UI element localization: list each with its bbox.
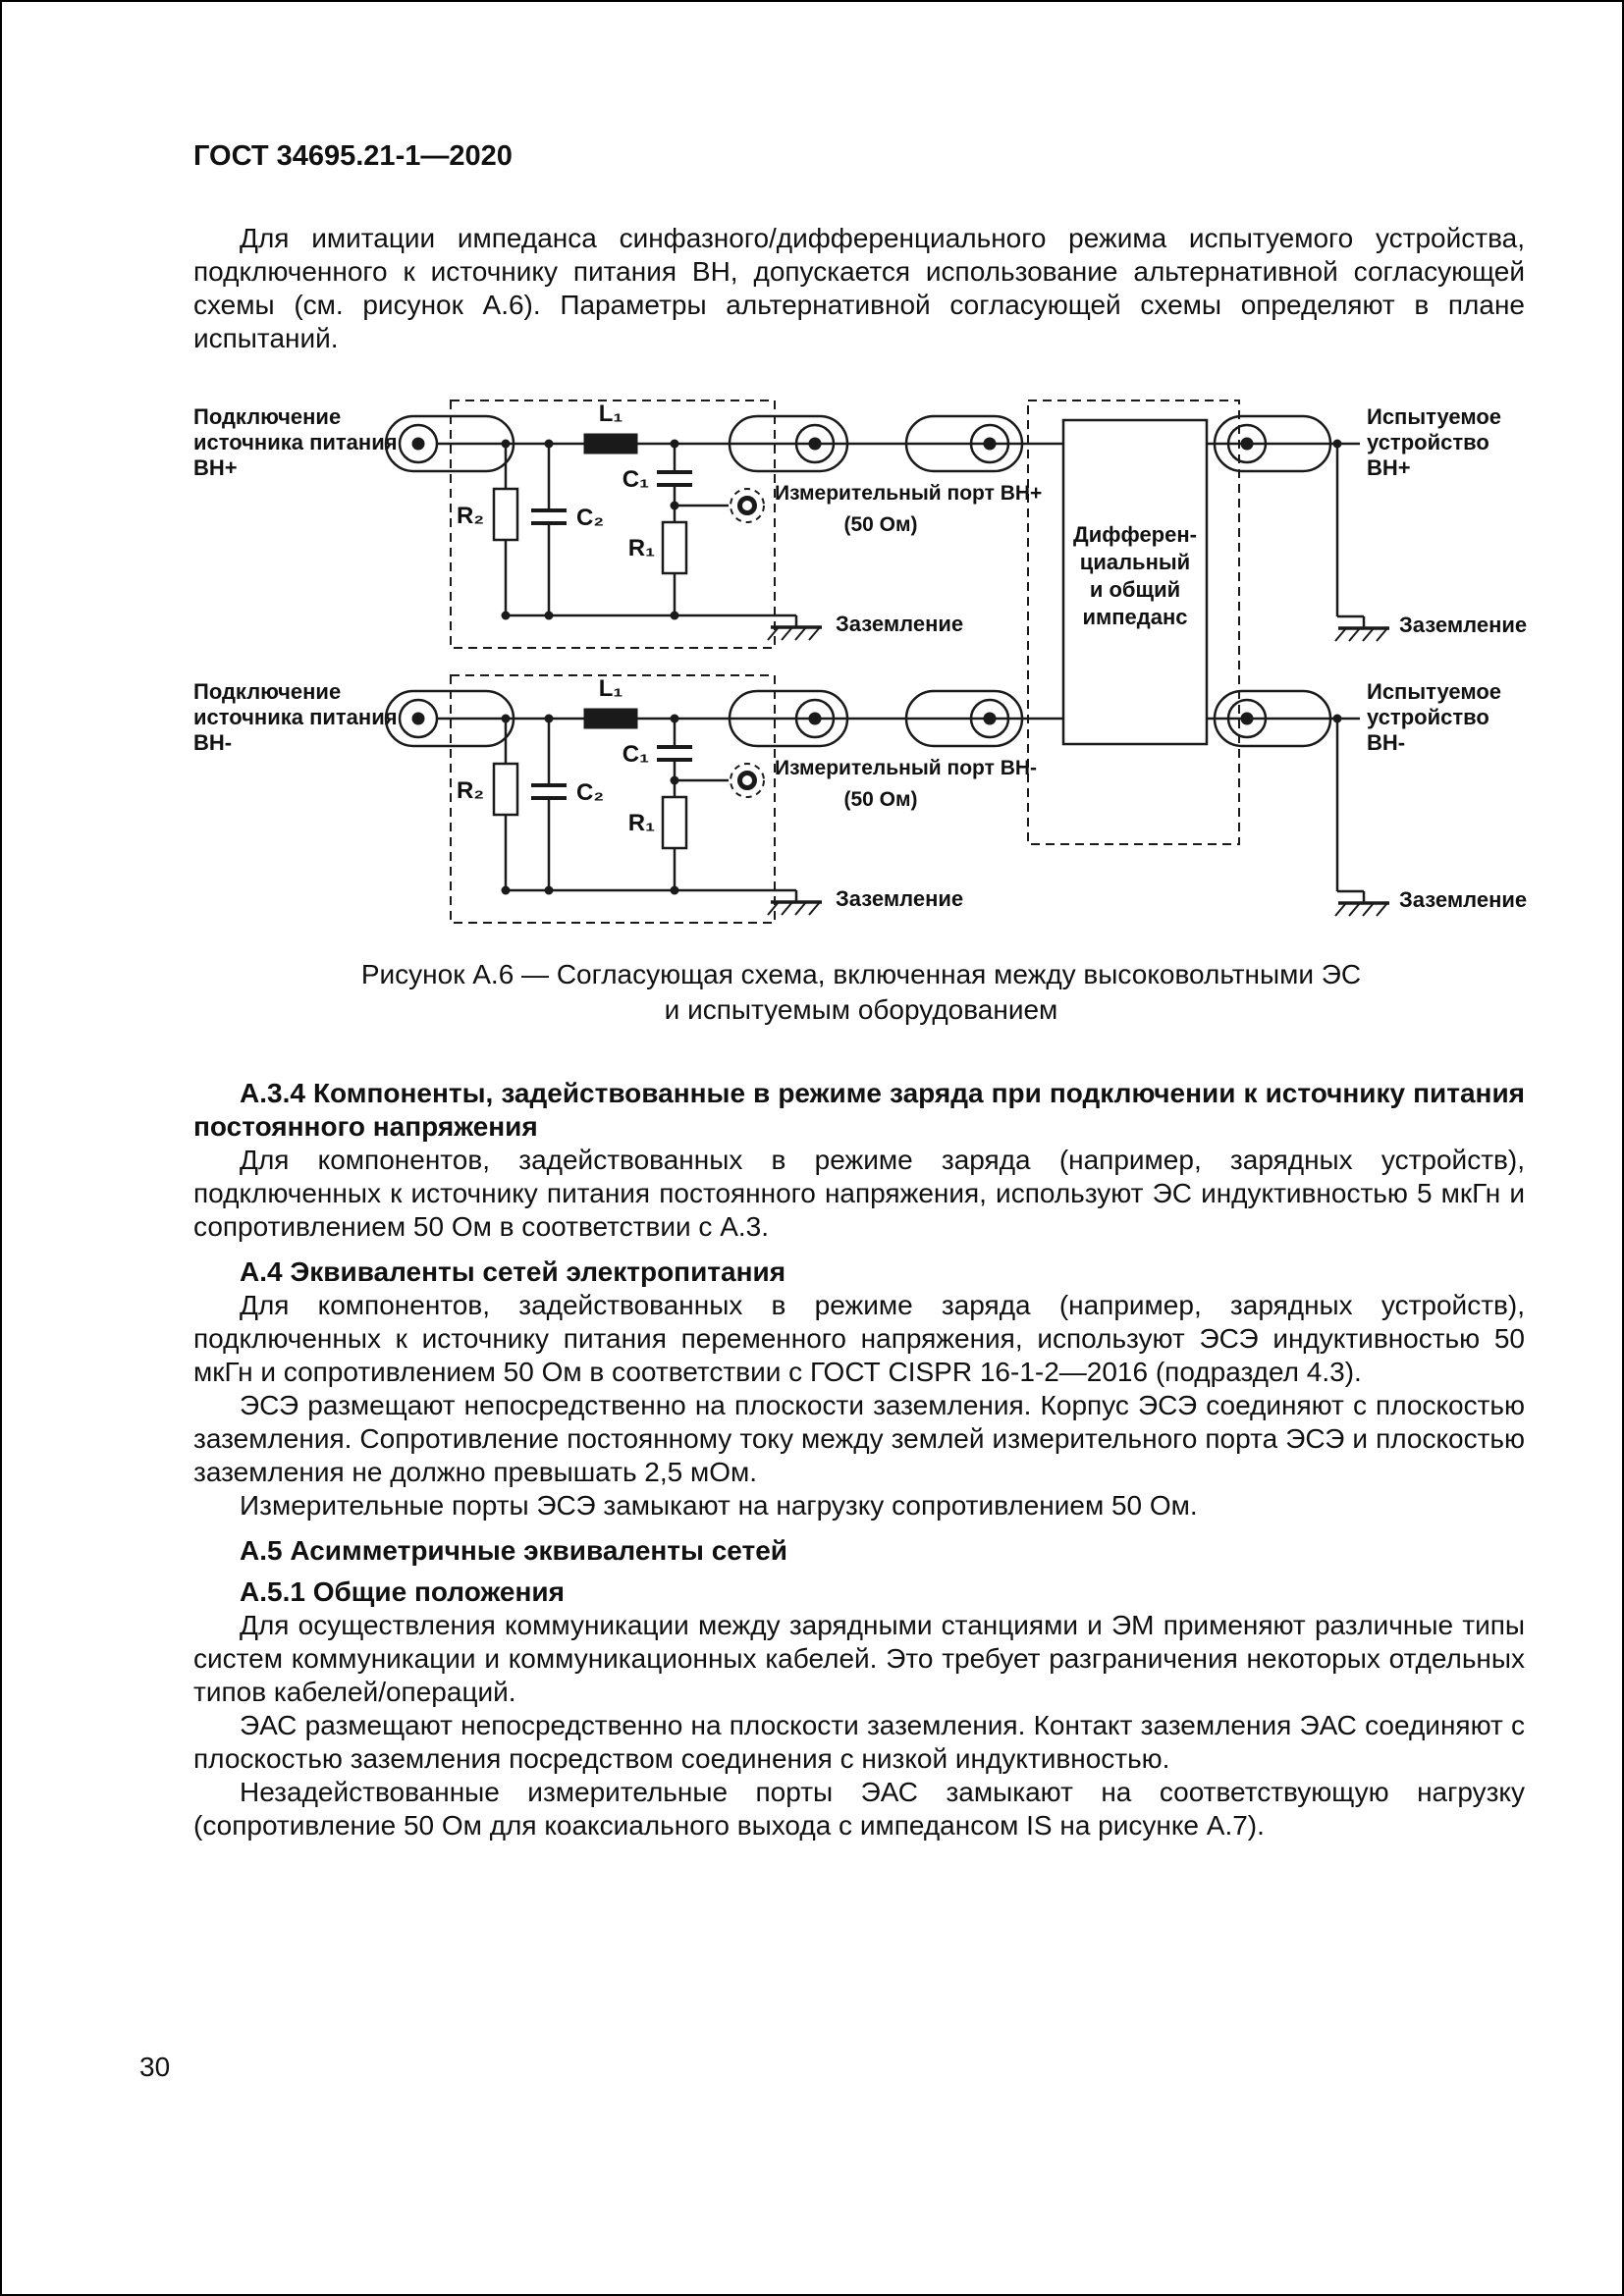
connector-stadium (728, 689, 849, 748)
paragraph-a51-2: ЭАС размещают непосредственно на плоскос… (193, 1710, 1525, 1774)
device-minus-label: ВН- (1367, 730, 1405, 755)
paragraph-a4-1: Для компонентов, задействованных в режим… (193, 1290, 1525, 1387)
ground-rail (501, 885, 796, 895)
l1-label: L₁ (599, 675, 623, 702)
channel-vn-plus: Подключение источника питания ВН+ (193, 400, 1527, 649)
capacitor-c1-resistor-r1: C₁ R₁ (623, 714, 692, 890)
doc-header: ГОСТ 34695.21-1—2020 (193, 140, 513, 172)
connector-terminal (398, 698, 439, 739)
source-plus-label: Подключение (193, 404, 341, 429)
impedance-label: Дифферен- (1073, 522, 1197, 547)
connector-stadium (384, 414, 515, 473)
port-minus-label: Измерительный порт ВН- (775, 757, 1037, 779)
connector-terminal (1226, 698, 1268, 739)
ground-symbol: Заземление (1332, 714, 1527, 917)
figure-caption: Рисунок А.6 — Согласующая схема, включен… (193, 957, 1529, 1028)
r2-label: R₂ (457, 503, 484, 529)
connector-terminal (1226, 423, 1268, 464)
connector-terminal (794, 698, 836, 739)
device-plus-label: ВН+ (1367, 455, 1411, 480)
connector-terminal (969, 698, 1010, 739)
source-minus-label: Подключение (193, 679, 341, 704)
differential-impedance-block: Дифферен- циальный и общий импеданс (1027, 400, 1240, 845)
c2-label: C₂ (576, 505, 604, 531)
esn-dashed-enclosure (450, 674, 776, 924)
impedance-box (1061, 418, 1209, 746)
esn-dashed-enclosure (450, 400, 776, 649)
figure-a6: Дифферен- циальный и общий импеданс Подк… (193, 395, 1529, 1028)
connector-terminal (398, 423, 439, 464)
r1-label: R₁ (628, 535, 655, 561)
capacitor-c2: C₂ (531, 439, 604, 615)
connector-stadium (1213, 689, 1332, 748)
connector-stadium (384, 689, 515, 748)
port-plus-ohm-label: (50 Ом) (843, 513, 917, 536)
device-minus-label: Испытуемое (1367, 679, 1501, 704)
heading-a34: А.3.4 Компоненты, задействованные в режи… (193, 1078, 1525, 1142)
paragraph-a51-3: Незадействованные измерительные порты ЭА… (193, 1777, 1525, 1841)
device-minus-label: устройство (1367, 705, 1489, 729)
paragraph-a34: Для компонентов, задействованных в режим… (193, 1145, 1525, 1242)
ground-symbol: Заземление (767, 886, 963, 916)
connector-stadium (904, 414, 1024, 473)
c1-label: C₁ (623, 741, 649, 768)
ground-label: Заземление (1399, 613, 1527, 637)
ground-label: Заземление (1399, 887, 1527, 912)
source-minus-label: ВН- (193, 730, 232, 755)
connector-terminal (794, 423, 836, 464)
right-dashed-enclosure (1027, 400, 1240, 845)
ground-symbol: Заземление (1332, 439, 1527, 642)
figure-caption-line1: Рисунок А.6 — Согласующая схема, включен… (360, 959, 1362, 989)
port-minus-ohm-label: (50 Ом) (843, 788, 917, 811)
inductor-l1: L₁ (583, 400, 638, 454)
paragraph-a4-3: Измерительные порты ЭСЭ замыкают на нагр… (240, 1490, 1198, 1521)
circuit-diagram: Дифферен- циальный и общий импеданс Подк… (193, 400, 1527, 924)
c1-label: C₁ (623, 466, 649, 493)
connector-terminal (969, 423, 1010, 464)
source-plus-label: источника питания (193, 430, 398, 454)
measurement-port-plus: Измерительный порт ВН+ (50 Ом) (675, 482, 1042, 536)
page-content: ГОСТ 34695.21-1—2020 Для имитации импеда… (193, 139, 1527, 1842)
channel-vn-minus: Подключение источника питания ВН- (193, 674, 1527, 924)
connector-stadium (728, 414, 849, 473)
impedance-label: и общий (1090, 577, 1180, 602)
port-plus-label: Измерительный порт ВН+ (775, 482, 1042, 505)
device-plus-label: Испытуемое (1367, 404, 1501, 429)
ground-rail (501, 611, 796, 620)
r1-label: R₁ (628, 810, 655, 836)
resistor-r2: R₂ (457, 439, 519, 615)
resistor-r2: R₂ (457, 714, 519, 890)
device-plus-label: устройство (1367, 430, 1489, 454)
impedance-label: циальный (1080, 550, 1190, 574)
connector-stadium (904, 689, 1024, 748)
capacitor-c2: C₂ (531, 714, 604, 890)
figure-caption-line2: и испытуемым оборудованием (664, 994, 1058, 1025)
ground-symbol: Заземление (767, 612, 963, 641)
l1-label: L₁ (599, 400, 623, 427)
source-plus-label: ВН+ (193, 455, 238, 480)
capacitor-c1-resistor-r1: C₁ R₁ (623, 439, 692, 615)
c2-label: C₂ (576, 779, 604, 806)
source-minus-label: источника питания (193, 705, 398, 729)
page-number: 30 (139, 2052, 171, 2082)
connector-stadium (1213, 414, 1332, 473)
heading-a5: А.5 Асимметричные эквиваленты сетей (240, 1535, 787, 1566)
ground-label: Заземление (836, 886, 963, 911)
heading-a4: А.4 Эквиваленты сетей электропитания (240, 1256, 786, 1287)
impedance-label: импеданс (1082, 605, 1187, 629)
ground-label: Заземление (836, 612, 963, 636)
intro-paragraph: Для имитации импеданса синфазного/диффер… (193, 223, 1525, 353)
inductor-l1: L₁ (583, 675, 638, 729)
r2-label: R₂ (457, 777, 484, 804)
paragraph-a51-1: Для осуществления коммуникации между зар… (193, 1610, 1525, 1707)
measurement-port-minus: Измерительный порт ВН- (50 Ом) (675, 757, 1037, 811)
paragraph-a4-2: ЭСЭ размещают непосредственно на плоскос… (193, 1390, 1525, 1487)
heading-a51: А.5.1 Общие положения (240, 1576, 565, 1607)
